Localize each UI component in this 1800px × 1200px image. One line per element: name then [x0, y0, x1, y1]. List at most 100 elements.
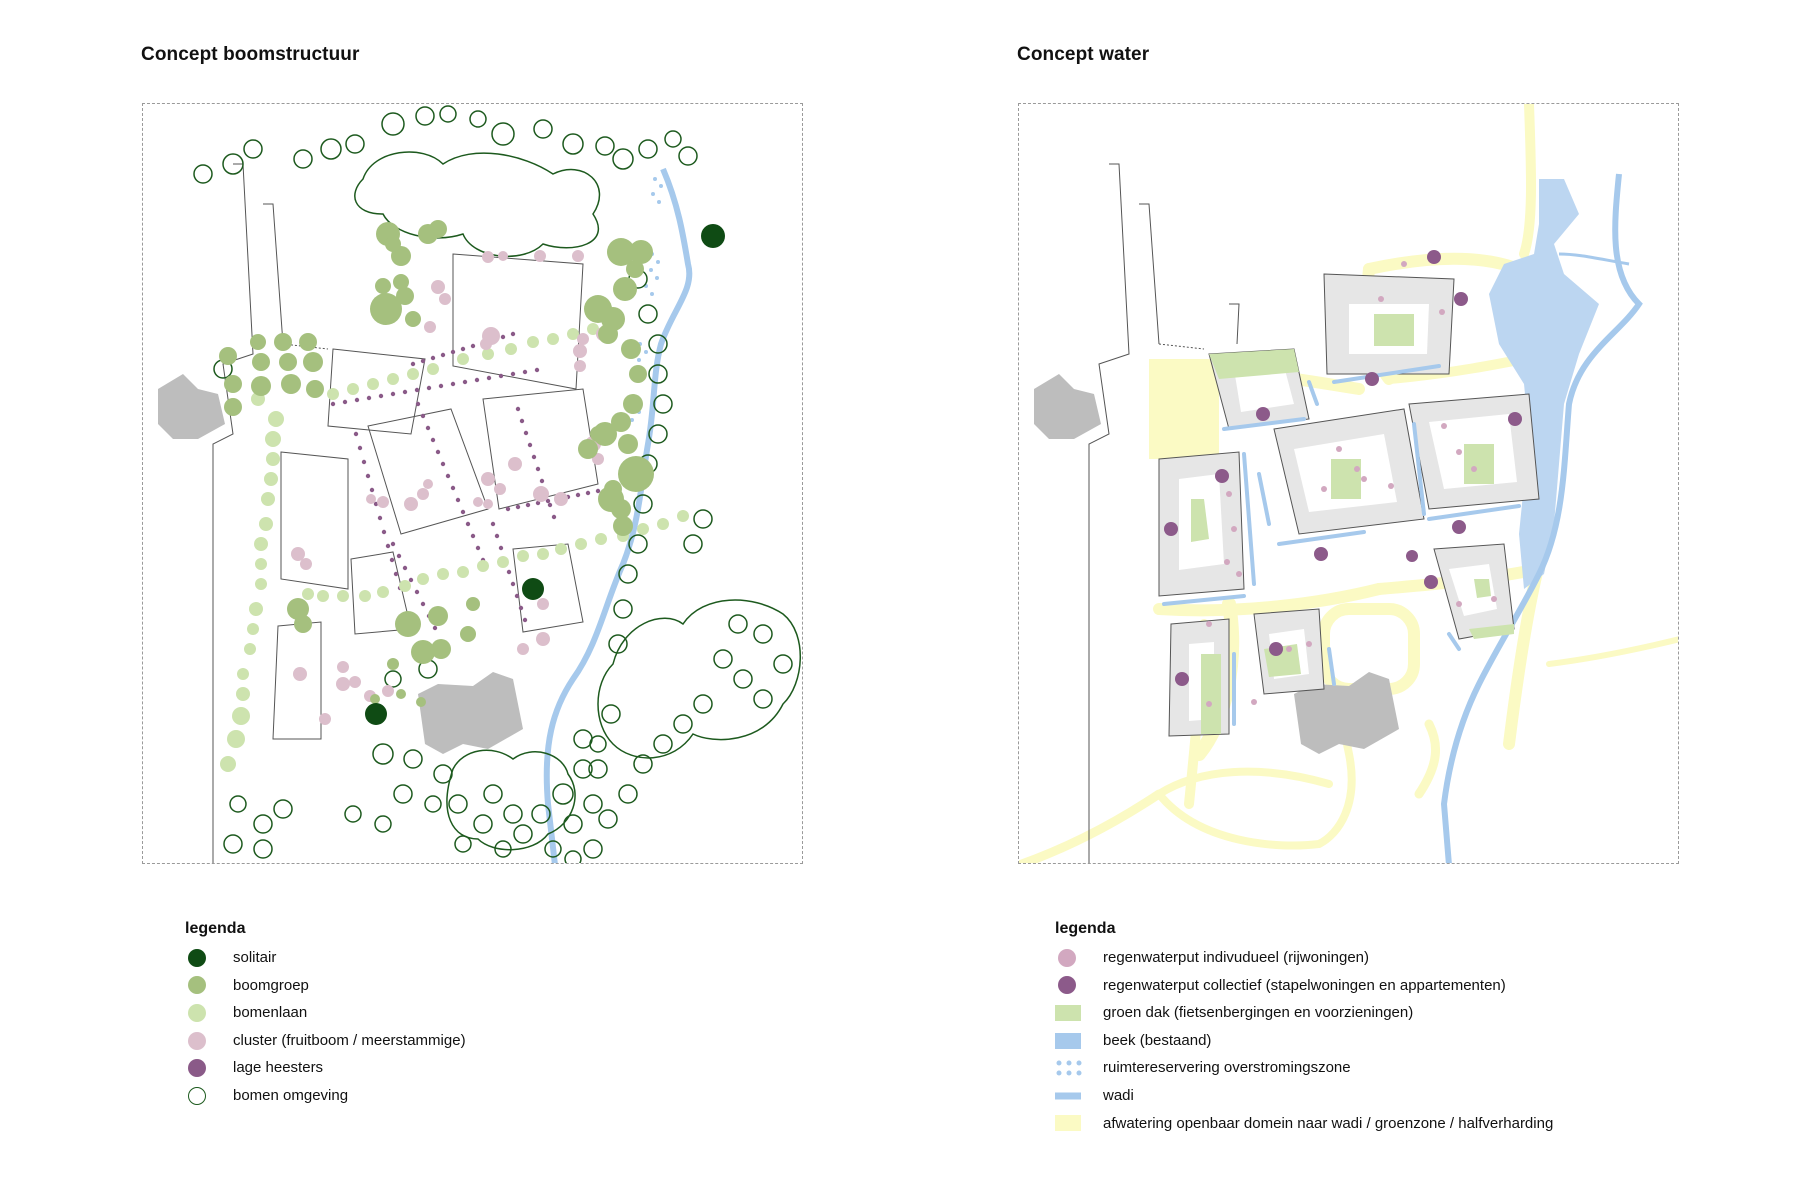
bomen-omgeving-tree — [733, 669, 753, 689]
boomgroep-tree — [618, 434, 638, 454]
legend-item-overstromingszone: ruimtereservering overstromingszone — [1055, 1054, 1553, 1082]
bomen-omgeving-tree — [448, 794, 468, 814]
boomgroep-tree — [429, 220, 447, 238]
cluster-tree — [439, 293, 451, 305]
boomgroep-tree — [428, 606, 448, 626]
boomgroep-tree — [370, 293, 402, 325]
lage-heester — [519, 418, 525, 424]
bomen-omgeving-tree — [612, 148, 634, 170]
legend-item-regenwaterput-collectief: regenwaterput collectief (stapelwoningen… — [1055, 972, 1553, 1000]
boomgroep-tree — [387, 658, 399, 670]
cluster-tree — [319, 713, 331, 725]
boomgroep-tree — [604, 480, 622, 498]
boomgroep-tree — [623, 394, 643, 414]
groen-dak — [1464, 444, 1494, 484]
bomen-omgeving-tree — [491, 122, 515, 146]
lage-heester — [510, 371, 516, 377]
lage-heester — [515, 504, 521, 510]
bomen-omgeving-tree — [552, 783, 574, 805]
bomen-omgeving-tree — [753, 689, 773, 709]
bomenlaan-symbol-icon — [188, 1003, 206, 1022]
lage-heester — [525, 502, 531, 508]
regenwaterput-individueel — [1456, 449, 1462, 455]
lage-heester — [490, 521, 496, 527]
lage-heester — [527, 442, 533, 448]
bomenlaan-tree — [575, 538, 587, 550]
flood-zone-dots — [630, 177, 663, 422]
bomenlaan-tree — [657, 518, 669, 530]
cluster-tree — [473, 497, 483, 507]
boomgroep-tree — [294, 615, 312, 633]
boomgroep-tree — [626, 260, 644, 278]
cluster-tree — [404, 497, 418, 511]
lage-heester — [361, 459, 367, 465]
cluster-tree — [377, 496, 389, 508]
boomgroep-tree — [598, 324, 618, 344]
bomen-omgeving-tree — [273, 799, 293, 819]
groen-dak — [1209, 349, 1299, 379]
bomen-omgeving-tree — [595, 136, 615, 156]
bomen-omgeving-tree — [573, 729, 593, 749]
lage-heester — [494, 533, 500, 539]
tree-structure-map — [142, 103, 803, 864]
bomen-omgeving-tree — [513, 824, 533, 844]
bomenlaan-tree — [254, 537, 268, 551]
regenwaterput-collectief-symbol-icon — [1058, 976, 1076, 995]
right-legend: legenda regenwaterput indivudueel (rijwo… — [1055, 920, 1553, 1137]
regenwaterput-individueel — [1388, 483, 1394, 489]
regenwaterput-individueel — [1378, 296, 1384, 302]
lage-heester — [450, 485, 456, 491]
boomgroep-tree — [460, 626, 476, 642]
cluster-tree — [517, 643, 529, 655]
bomen-omgeving-tree — [753, 624, 773, 644]
legend-label: lage heesters — [233, 1059, 324, 1077]
legend-item-bomen-omgeving: bomen omgeving — [185, 1082, 466, 1110]
water-concept-map-svg — [1019, 104, 1678, 863]
bomenlaan-tree — [247, 623, 259, 635]
bomen-omgeving-tree — [573, 759, 593, 779]
lage-heester — [534, 367, 540, 373]
lage-heester — [378, 393, 384, 399]
lage-heester — [510, 331, 516, 337]
wadi — [1412, 422, 1426, 516]
legend-label: boomgroep — [233, 976, 309, 994]
bomen-omgeving-tree — [381, 112, 405, 136]
lage-heester — [474, 377, 480, 383]
lage-heester — [425, 425, 431, 431]
lage-heester — [440, 461, 446, 467]
regenwaterput-collectief — [1215, 469, 1229, 483]
grey-buildings — [158, 374, 523, 754]
legend-label: regenwaterput collectief (stapelwoningen… — [1103, 976, 1506, 994]
regenwaterput-collectief — [1452, 520, 1466, 534]
bomenlaan-tree — [537, 548, 549, 560]
boomgroep-tree — [251, 376, 271, 396]
legend-item-solitair: solitair — [185, 944, 466, 972]
bomen-omgeving-tree — [344, 805, 362, 823]
lage-heester — [535, 500, 541, 506]
lage-heester — [381, 529, 387, 535]
bomen-omgeving-tree — [193, 164, 213, 184]
bomenlaan-tree — [377, 586, 389, 598]
lage-heester — [465, 521, 471, 527]
boomgroep-tree — [370, 694, 380, 704]
bomen-omgeving-tree — [424, 795, 442, 813]
cluster-tree — [537, 598, 549, 610]
lage-heester — [402, 389, 408, 395]
lage-heester — [357, 445, 363, 451]
regenwaterput-individueel — [1231, 526, 1237, 532]
lage-heester — [430, 437, 436, 443]
boomgroep-tree — [274, 333, 292, 351]
boomgroep-tree — [584, 295, 612, 323]
wadi-group — [1162, 364, 1521, 726]
regenwaterput-collectief — [1365, 372, 1379, 386]
boomgroep-symbol-icon — [188, 976, 206, 995]
lage-heester — [462, 379, 468, 385]
legend-label: cluster (fruitboom / meerstammige) — [233, 1031, 466, 1049]
lage-heester — [354, 397, 360, 403]
regenwaterput-collectief — [1164, 522, 1178, 536]
bomen-omgeving-tree — [583, 794, 603, 814]
boomgroep-tree — [224, 375, 242, 393]
cluster-tree — [382, 685, 394, 697]
boomgroep-tree — [299, 333, 317, 351]
regenwaterput-individueel — [1306, 641, 1312, 647]
